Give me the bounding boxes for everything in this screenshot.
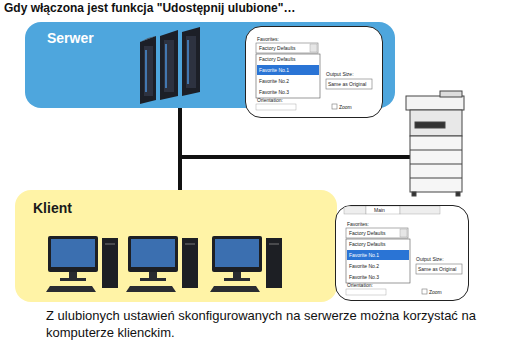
network-wire xyxy=(180,155,412,159)
dialog-text: Factory Defaults xyxy=(259,45,295,51)
screen-callout: Favorites:Factory DefaultsFactory Defaul… xyxy=(245,26,383,118)
screen-callout: MainFavorites:Factory DefaultsFactory De… xyxy=(335,205,469,301)
dialog-text: Factory Defaults xyxy=(259,56,295,62)
dialog-text: Favorite No.3 xyxy=(259,89,289,95)
dialog-text: Favorites: xyxy=(347,221,369,227)
dialog-text: Favorite No.1 xyxy=(259,67,289,73)
dialog-text: Same as Original xyxy=(418,266,456,272)
dialog-text: Favorite No.1 xyxy=(349,252,379,258)
cable-line xyxy=(178,108,182,190)
zone-label: Klient xyxy=(33,200,72,216)
dialog-text: Favorite No.2 xyxy=(259,78,289,84)
dialog-text: Favorites: xyxy=(257,36,279,42)
dialog-text: Same as Original xyxy=(328,81,366,87)
dialog-text: Factory Defaults xyxy=(349,230,385,236)
zone-label: Serwer xyxy=(47,30,94,46)
network-cable xyxy=(180,108,181,190)
dialog-text: Main xyxy=(374,207,385,213)
dialog-text: Orientation: xyxy=(347,282,373,288)
client-computers xyxy=(46,236,282,292)
dialog-text: Zoom xyxy=(429,289,442,295)
dialog-text: Output Size: xyxy=(416,256,444,262)
dialog-text: Factory Defaults xyxy=(349,241,385,247)
dialog-text: Favorite No.3 xyxy=(349,274,379,280)
dialog-text: Orientation: xyxy=(257,97,283,103)
dialog-text: Zoom xyxy=(339,104,352,110)
server-rack xyxy=(140,27,200,104)
diagram-caption: Z ulubionych ustawień skonfigurowanych n… xyxy=(46,307,516,341)
printer xyxy=(406,91,464,196)
dialog-text: Favorite No.2 xyxy=(349,263,379,269)
diagram-title: Gdy włączona jest funkcja "Udostępnij ul… xyxy=(4,1,295,15)
dialog-text: Output Size: xyxy=(326,71,354,77)
